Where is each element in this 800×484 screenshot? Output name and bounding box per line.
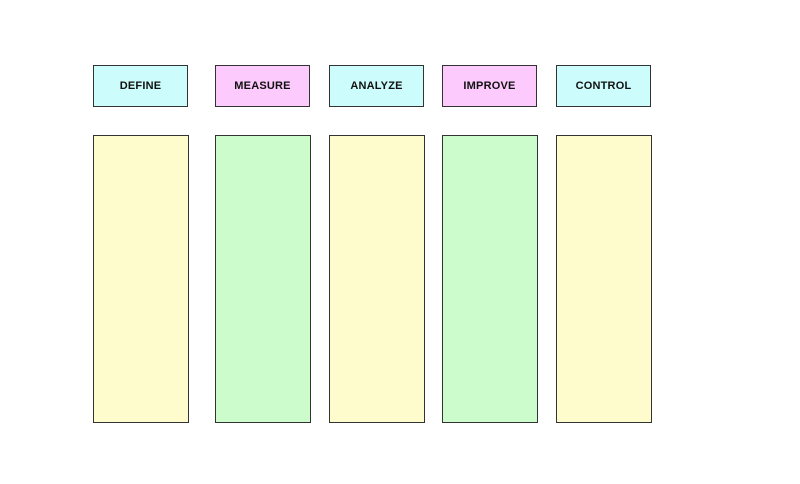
phase-header-control: CONTROL [556,65,651,107]
phase-header-measure: MEASURE [215,65,310,107]
phase-column-control [556,135,652,423]
phase-header-improve: IMPROVE [442,65,537,107]
phase-header-analyze: ANALYZE [329,65,424,107]
phase-column-define [93,135,189,423]
phase-header-define: DEFINE [93,65,188,107]
phase-column-improve [442,135,538,423]
phase-column-measure [215,135,311,423]
phase-column-analyze [329,135,425,423]
